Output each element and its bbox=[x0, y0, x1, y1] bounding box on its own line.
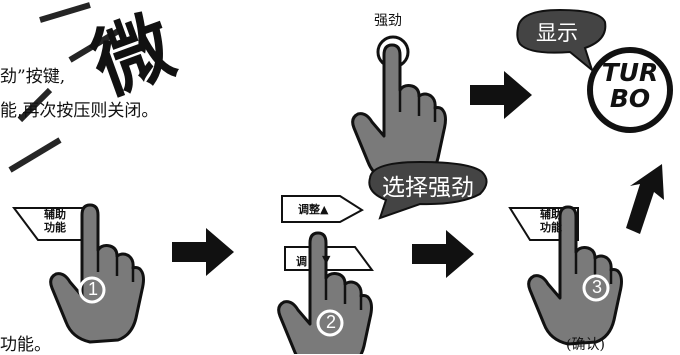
body-text-line-3: 功能。 bbox=[0, 335, 51, 355]
arrow-right-icon bbox=[412, 230, 474, 278]
arrow-right-icon bbox=[172, 228, 234, 276]
turbo-badge-line-2: BO bbox=[609, 84, 651, 113]
aux-button-1-label-line-2: 功能 bbox=[44, 221, 66, 234]
speech-bubble-display bbox=[516, 8, 607, 73]
turbo-badge-icon bbox=[587, 47, 673, 133]
aux-button-3-label-line-2: 功能 bbox=[540, 221, 562, 234]
aux-button-3-label-line-1: 辅助 bbox=[540, 208, 562, 221]
adjust-down-arrow: ▼ bbox=[322, 253, 331, 266]
turbo-badge-text: TUR BO bbox=[597, 60, 663, 112]
adjust-up-button bbox=[281, 195, 364, 223]
step3-number-ring bbox=[582, 274, 610, 302]
confirm-caption: (确认) bbox=[566, 337, 605, 353]
arrow-right-icon bbox=[470, 71, 532, 119]
adjust-up-label: 调整▲ bbox=[298, 203, 329, 216]
adjust-down-label: 调 bbox=[296, 255, 307, 268]
step3-number: 3 bbox=[591, 277, 602, 297]
display-bubble-label: 显示 bbox=[536, 21, 578, 45]
step2-number: 2 bbox=[325, 312, 336, 332]
turbo-button-label: 强劲 bbox=[374, 13, 402, 29]
aux-button-1-label-line-1: 辅助 bbox=[44, 208, 66, 221]
turbo-badge-line-1: TUR bbox=[601, 58, 659, 87]
step1-number: 1 bbox=[87, 279, 98, 299]
step1-number-ring bbox=[78, 276, 106, 304]
body-text-line-2: 能,再次按压则关闭。 bbox=[0, 101, 159, 121]
aux-button-3-label: 辅助 功能 bbox=[540, 208, 562, 234]
body-text-line-1: 劲”按键, bbox=[0, 67, 66, 87]
step2-number-ring bbox=[316, 309, 344, 337]
aux-button-1-label: 辅助 功能 bbox=[44, 208, 66, 234]
adjust-down-button bbox=[284, 246, 374, 271]
watermark-strokes bbox=[8, 2, 122, 173]
arrow-up-right-icon bbox=[626, 164, 664, 234]
select-bubble-label: 选择强劲 bbox=[382, 175, 474, 201]
speech-bubble-select bbox=[368, 160, 488, 220]
